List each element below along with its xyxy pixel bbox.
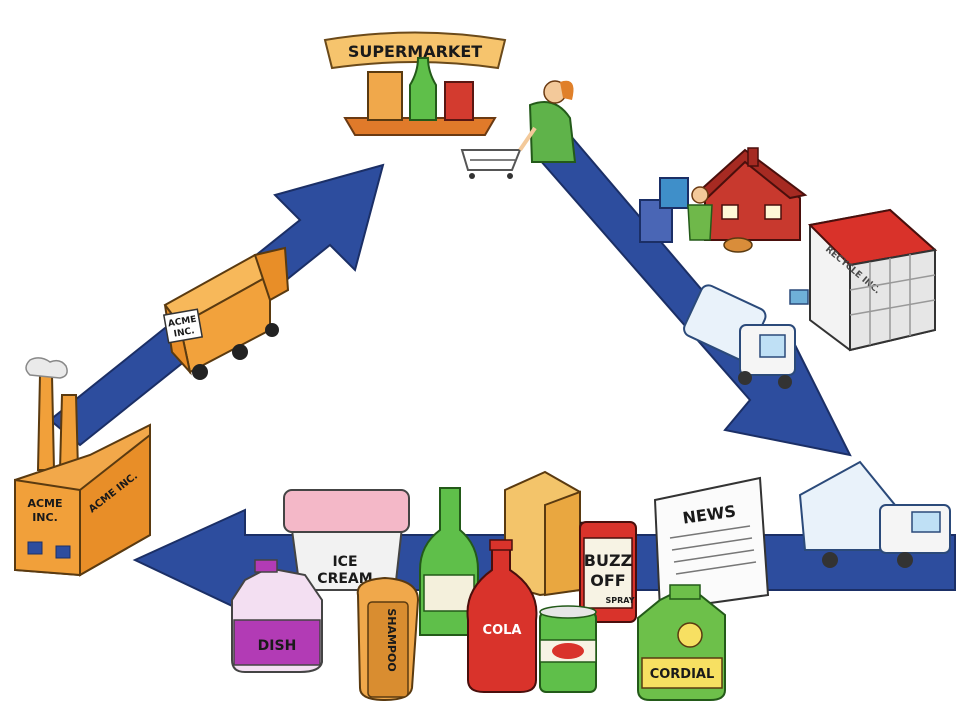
supermarket-sign-text: SUPERMARKET [348,42,482,61]
green-food-can [539,605,597,693]
truck-label-line2: INC. [173,326,195,339]
acme-factory: ACME INC. ACME INC. [14,357,151,577]
supermarket-shelf [343,57,497,136]
recycling-bins [639,177,689,243]
dish-label: DISH [258,638,297,654]
resident-and-dog [687,186,753,253]
house [693,147,808,241]
cordial-label: CORDIAL [650,667,715,682]
dish-detergent-bottle: DISH [231,559,323,673]
supermarket-sign: SUPERMARKET [323,31,507,70]
collection-truck-top [683,284,809,389]
buzz-label-line2: OFF [590,571,625,590]
buzz-sub-label: SPRAY [605,596,634,605]
shampoo-label: SHAMPOO [385,608,398,671]
factory-front-label-line2: INC. [32,511,58,524]
factory-front-label-line1: ACME [27,497,62,510]
truck-label-line1: ACME [167,315,197,330]
shopper-with-cart [460,80,577,179]
ice-cream-label-line1: ICE [332,554,357,570]
collection-truck-bottom [798,460,951,568]
ice-cream-label-line2: CREAM [317,571,372,587]
cola-label: COLA [483,623,522,638]
buzz-off-spray-can: BUZZ OFF SPRAY [579,521,637,623]
cola-bottle: COLA [466,539,538,693]
newspaper: NEWS [653,476,770,612]
buzz-label-line1: BUZZ [584,551,632,570]
acme-delivery-truck: ACME INC. [162,246,290,380]
cordial-bottle: CORDIAL [637,584,726,701]
recycler-building: RECYCLE INC. [807,208,938,352]
shampoo-bottle: SHAMPOO [356,576,420,702]
